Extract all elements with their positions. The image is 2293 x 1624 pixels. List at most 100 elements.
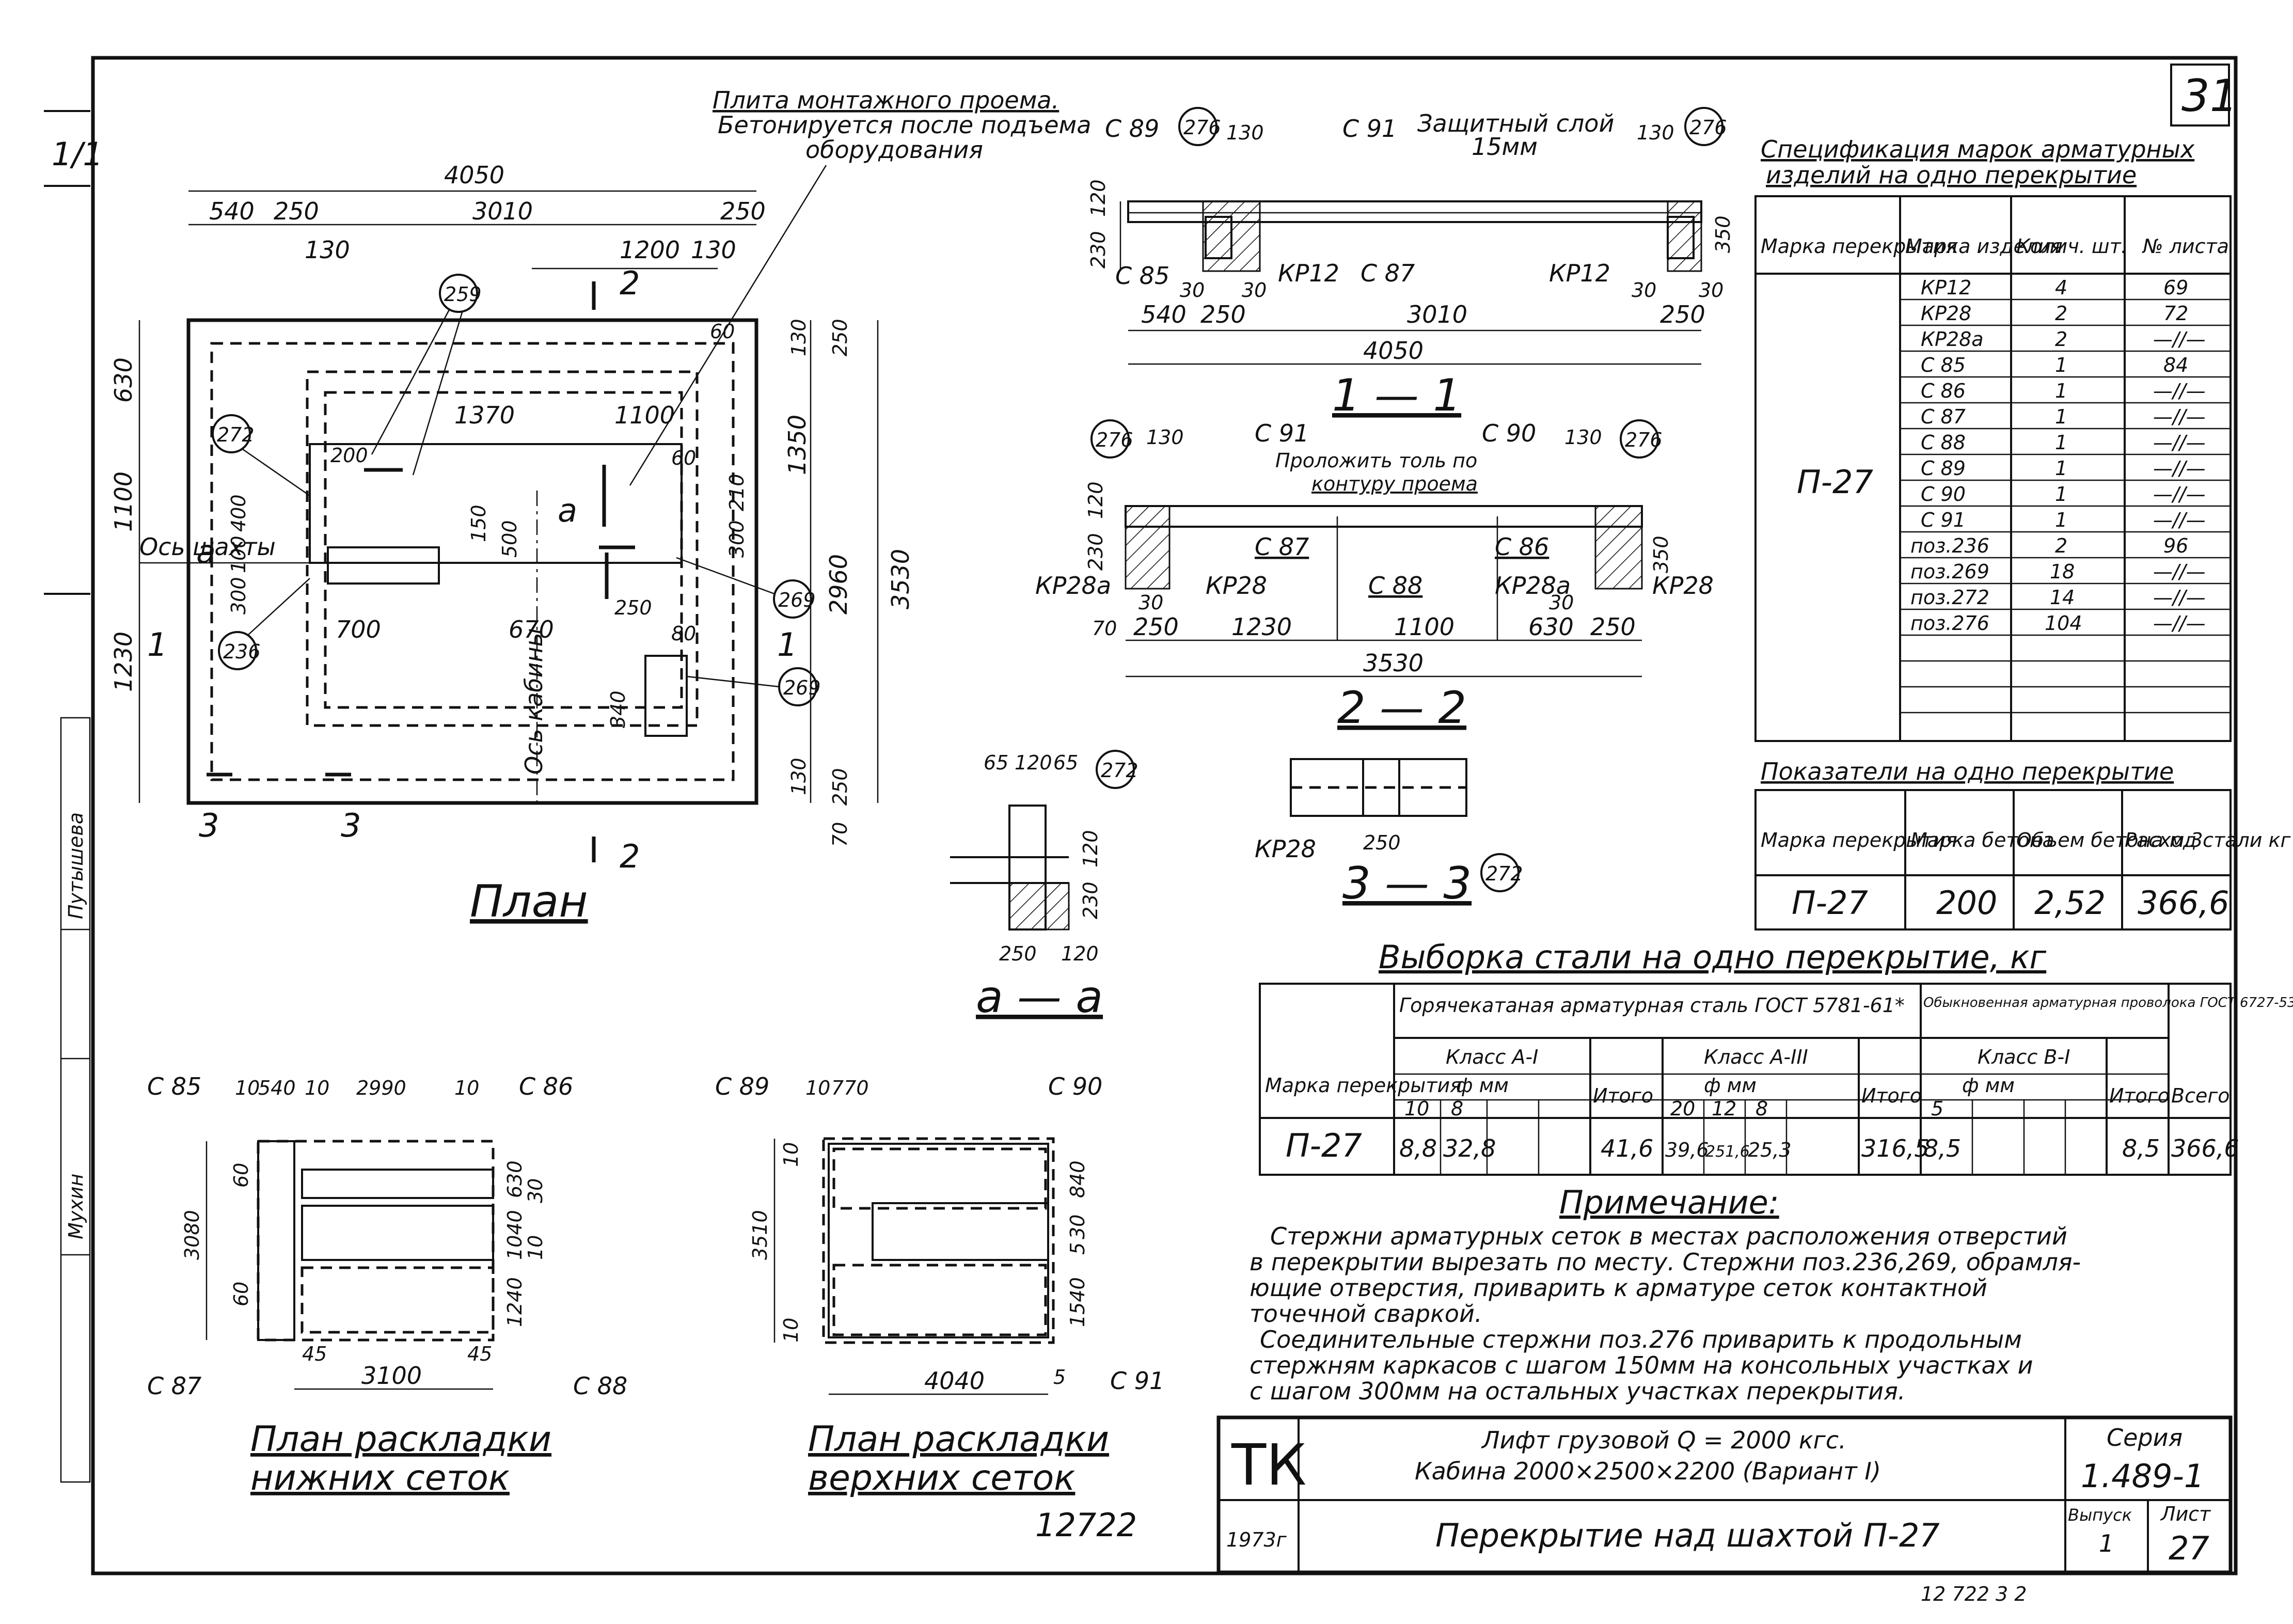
saa-title: а — а <box>976 971 1103 1023</box>
stamp-name-1: Путышева <box>65 812 87 919</box>
tb-issue-label: Выпуск <box>2068 1505 2132 1525</box>
plan-dim-1100: 1100 <box>614 401 675 429</box>
steel-v-3: 41,6 <box>1601 1134 1653 1162</box>
pu-c89: С 89 <box>715 1073 769 1100</box>
spec-cell: 72 <box>2163 302 2188 325</box>
s11-c85: С 85 <box>1115 262 1169 290</box>
note-block: Примечание: Стержни арматурных сеток в м… <box>1250 1184 2081 1405</box>
plan-section-mark-2a: 2 <box>620 264 640 302</box>
s22-276-b: 276 <box>1625 429 1663 451</box>
plan-dim-250-r2: 250 <box>829 768 851 806</box>
tb-line1: Лифт грузовой Q = 2000 кгс. <box>1481 1426 1846 1454</box>
s33-kr28: КР28 <box>1255 835 1316 863</box>
s11-kr12-a: КР12 <box>1278 259 1339 287</box>
spec-cell: 2 <box>2055 534 2067 557</box>
plan-dim-340: 340 <box>607 690 629 728</box>
s11-130-b: 130 <box>1637 121 1674 144</box>
pl-c85: С 85 <box>147 1073 201 1100</box>
archive-number-corner: 12 722 3 2 <box>1921 1583 2027 1605</box>
s22-title: 2 — 2 <box>1337 682 1466 734</box>
spec-cell: 2 <box>2055 302 2067 325</box>
s22-250-a: 250 <box>1133 613 1179 641</box>
spec-cell: —//— <box>2153 457 2206 480</box>
steel-d-5: 5 <box>1931 1097 1943 1120</box>
plan-dim-2960: 2960 <box>825 554 852 614</box>
tb-sheet: 27 <box>2169 1530 2209 1567</box>
ind-val-2: 200 <box>1936 884 1997 922</box>
pl-c87: С 87 <box>147 1372 201 1400</box>
spec-cell: —//— <box>2153 612 2206 635</box>
steel-v-7: 316,5 <box>1861 1134 1930 1162</box>
pl-60-a: 60 <box>230 1163 252 1188</box>
sheet-corner-number: 31 <box>2181 70 2238 122</box>
steel-class-ai: Класс А-I <box>1446 1046 1538 1068</box>
pl-3080: 3080 <box>181 1210 203 1260</box>
spec-cell: 14 <box>2050 586 2075 609</box>
note-line-2: в перекрытии вырезать по месту. Стержни … <box>1250 1248 2081 1276</box>
spec-cell: 2 <box>2055 328 2067 351</box>
pl-1240: 1240 <box>503 1277 526 1327</box>
steel-d-8b: 8 <box>1756 1097 1768 1120</box>
saa-120: 120 <box>1015 751 1052 774</box>
s22-c86: С 86 <box>1495 533 1549 561</box>
plan-dim-300-l: 300 <box>227 577 250 614</box>
section-1-1: С 89 276 130 С 91 Защитный слой 15мм 130… <box>1087 107 1734 421</box>
ind-val-3: 2,52 <box>2034 884 2106 922</box>
plan-dim-300: 300 <box>725 520 748 558</box>
ind-title: Показатели на одно перекрытие <box>1761 758 2174 785</box>
spec-cell: 1 <box>2055 509 2067 531</box>
ind-val-1: П-27 <box>1792 884 1868 922</box>
spec-cell: С 87 <box>1921 405 1966 428</box>
steel-v-6: 25,3 <box>1748 1139 1792 1161</box>
steel-vsego: Всего <box>2171 1084 2230 1107</box>
plan-dim-1100-l: 1100 <box>109 471 137 532</box>
steel-itogo-1: Итого <box>1593 1084 1653 1107</box>
steel-class-aiii: Класс А-III <box>1704 1046 1808 1068</box>
plan-dim-250-b: 250 <box>720 197 766 225</box>
section-3-3: КР28 250 272 3 — 3 <box>1255 758 1523 909</box>
pu-5-a: 5 <box>1066 1242 1089 1255</box>
s22-kr28-a: КР28 <box>1206 572 1267 600</box>
spec-title-2: изделий на одно перекрытие <box>1766 161 2137 189</box>
s11-c87: С 87 <box>1361 259 1415 287</box>
pl-2990: 2990 <box>356 1077 406 1099</box>
saa-272: 272 <box>1101 759 1138 782</box>
saa-120-b: 120 <box>1079 830 1102 868</box>
section-a-a: 65 120 65 272 230 120 250 120 а — а <box>950 750 1138 1023</box>
spec-cell: С 90 <box>1921 483 1966 506</box>
plan-dim-130: 130 <box>305 236 350 264</box>
s11-276-b: 276 <box>1689 116 1727 139</box>
plan-section-mark-aa: а <box>196 533 216 571</box>
s11-kr12-b: КР12 <box>1549 259 1610 287</box>
s11-cover: Защитный слой <box>1417 109 1614 137</box>
note-line-1: Стержни арматурных сеток в местах распол… <box>1270 1222 2067 1250</box>
pl-10-d: 10 <box>524 1235 547 1260</box>
plan-dim-540: 540 <box>209 197 255 225</box>
note-line-6: стержням каркасов с шагом 150мм на консо… <box>1250 1351 2033 1379</box>
spec-cell: 84 <box>2163 354 2188 376</box>
plan-callout-269-b-text: 269 <box>783 676 821 699</box>
plan-callout-269-a <box>773 579 812 619</box>
spec-slab-mark: П-27 <box>1797 463 1873 501</box>
pu-770: 770 <box>831 1077 869 1099</box>
pu-1540: 1540 <box>1066 1277 1089 1327</box>
s11-120: 120 <box>1087 179 1110 217</box>
pl-45-b: 45 <box>467 1343 492 1365</box>
tb-issue: 1 <box>2099 1530 2114 1557</box>
spec-cell: С 91 <box>1921 509 1966 531</box>
plan-dim-150: 150 <box>467 504 490 542</box>
s11-276-a: 276 <box>1183 116 1221 139</box>
pl-10-c: 10 <box>454 1077 479 1099</box>
steel-class-bi: Класс В-I <box>1978 1046 2070 1068</box>
s22-note-2: контуру проема <box>1311 472 1478 495</box>
spec-cell: С 85 <box>1921 354 1966 376</box>
steel-d-10: 10 <box>1404 1097 1429 1120</box>
spec-cell: 69 <box>2163 276 2188 299</box>
spec-cell: —//— <box>2153 509 2206 531</box>
spec-cell: —//— <box>2153 380 2206 402</box>
s22-30-b: 30 <box>1549 591 1574 614</box>
